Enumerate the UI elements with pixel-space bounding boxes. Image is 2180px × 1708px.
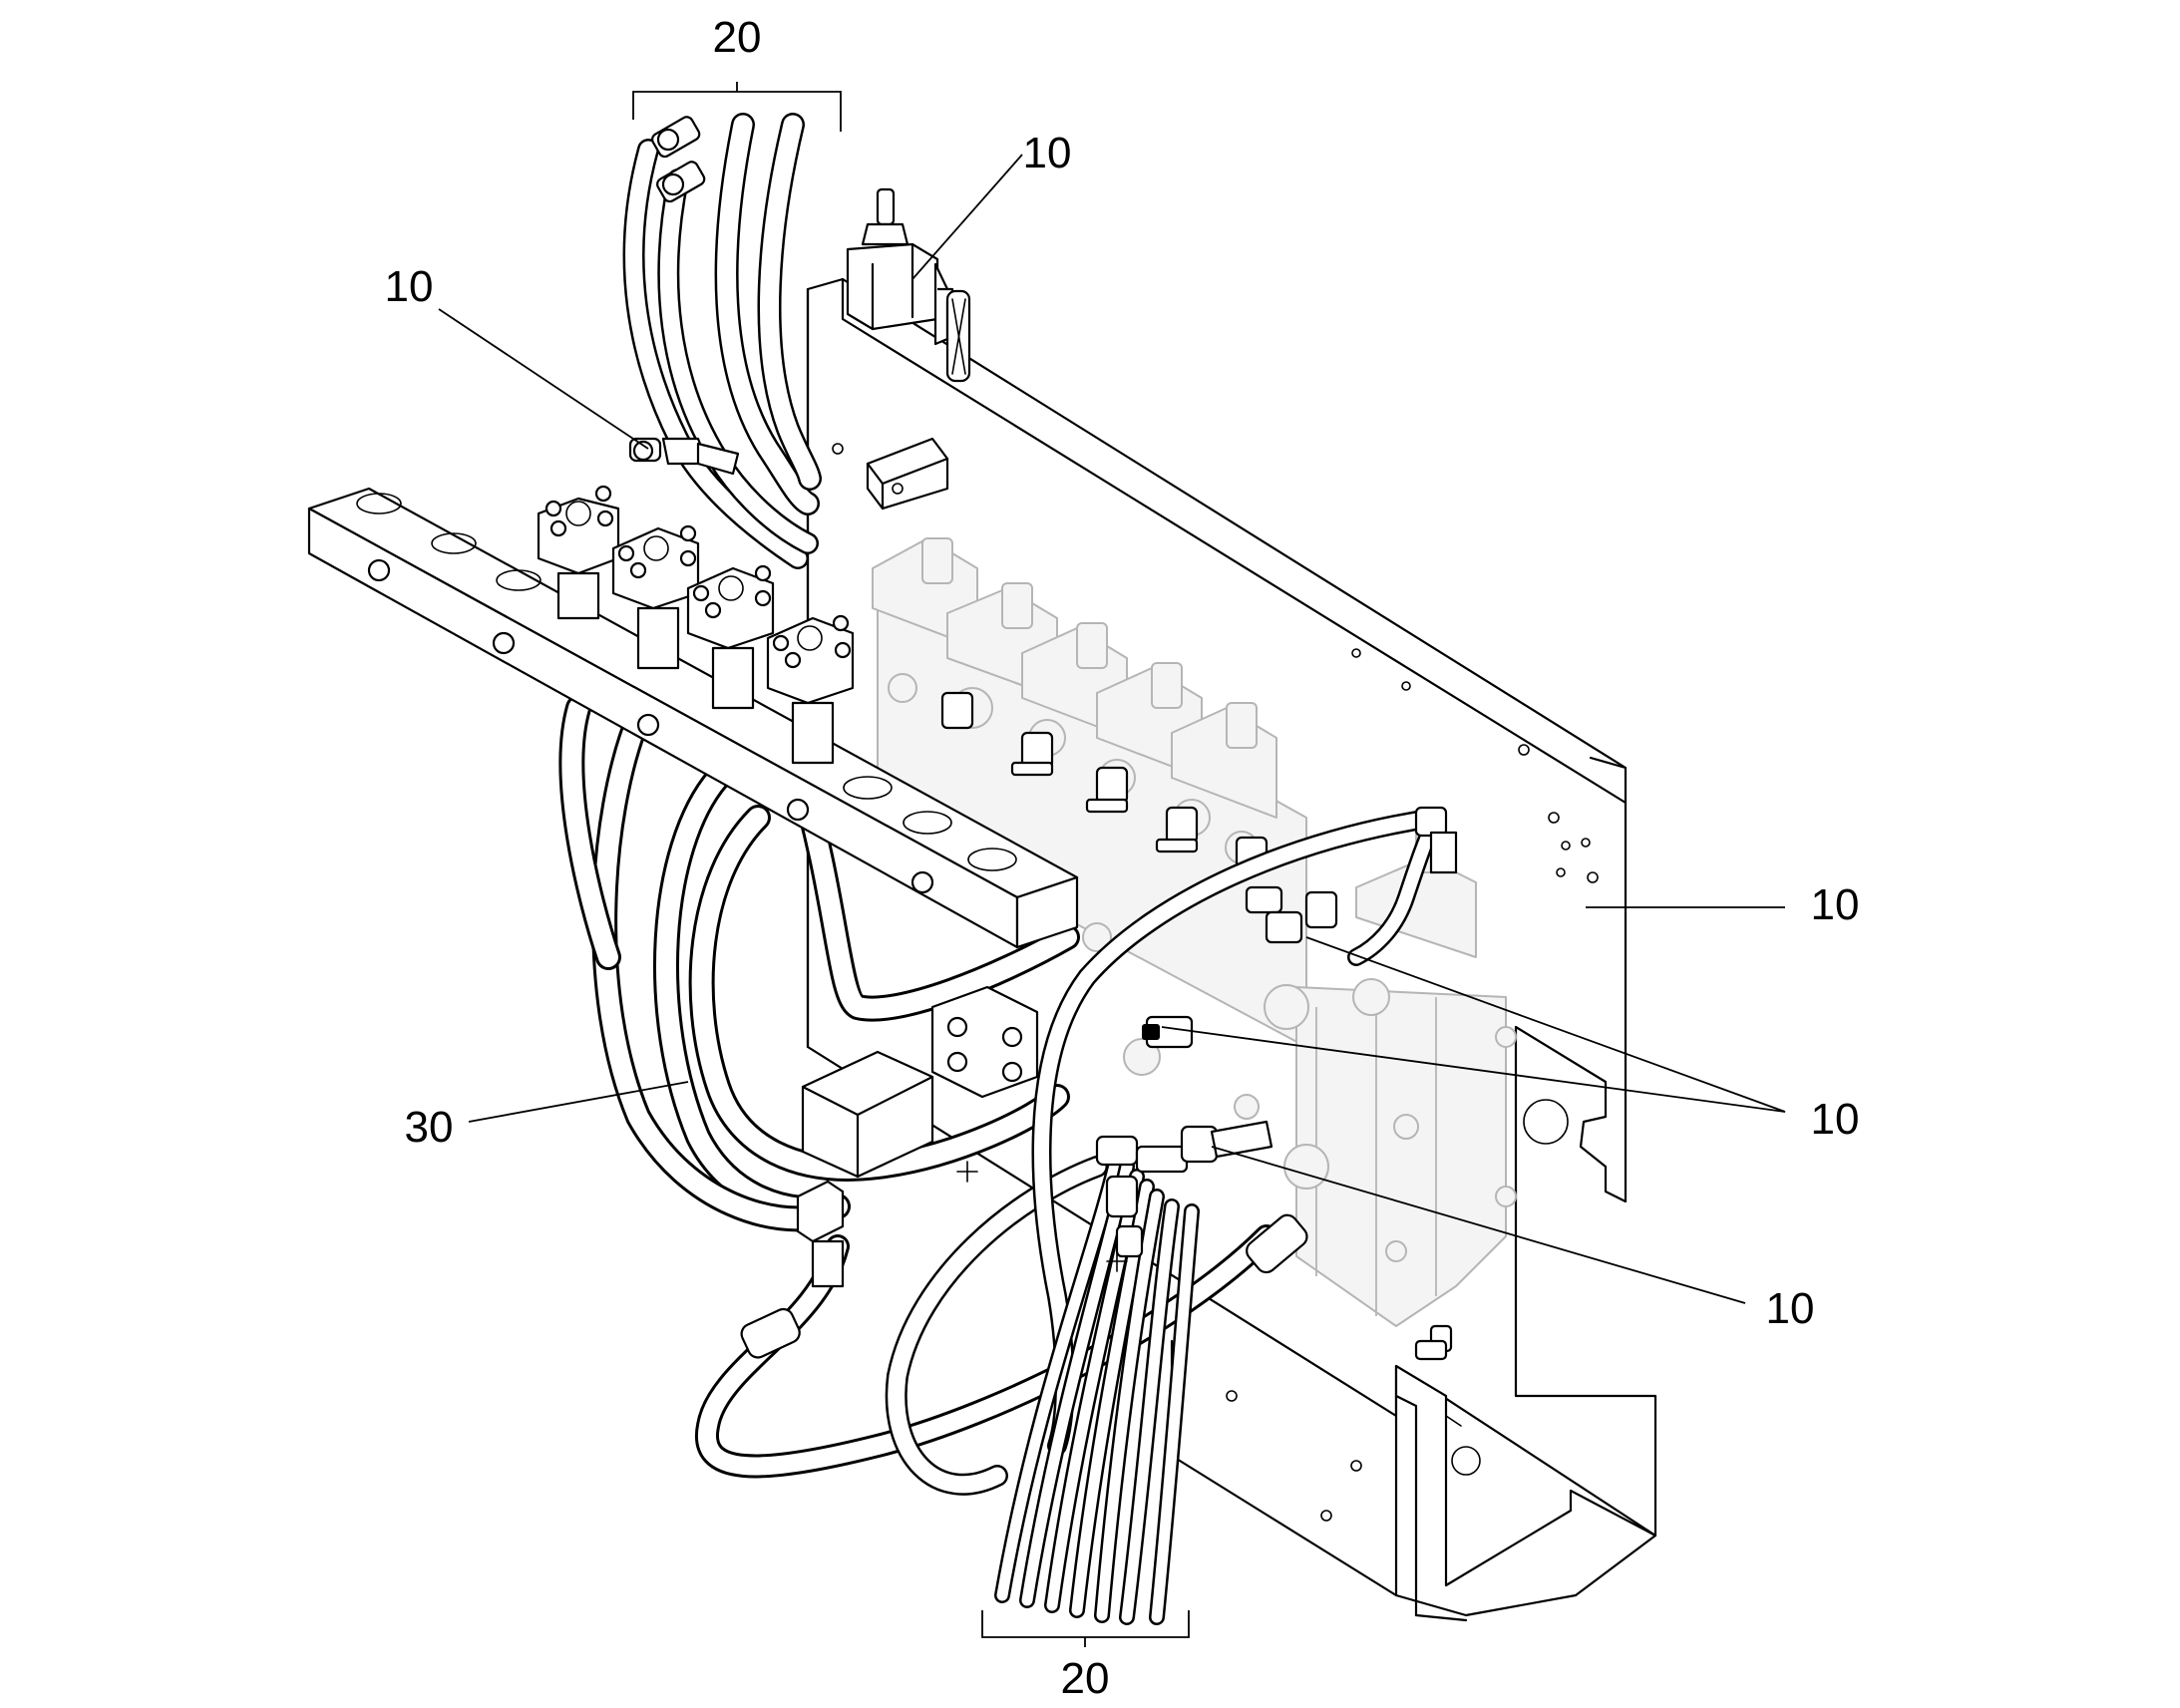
lower-tee-fitting [1095, 1120, 1273, 1258]
callout-10-lower-fitting: 10 [1766, 1284, 1815, 1333]
callout-10-plate: 10 [1811, 880, 1860, 929]
solenoid-connectors [940, 691, 1269, 869]
left-elbow-fitting [628, 437, 740, 476]
callout-10-valve-pair: 10 [1811, 1095, 1860, 1144]
manifold-bar [307, 487, 1079, 949]
flange-2 [611, 524, 700, 670]
callout-20-bottom: 20 [1061, 1654, 1110, 1703]
callout-30-pipe: 30 [405, 1103, 454, 1152]
pipe-coupling-right [1246, 1213, 1308, 1274]
flange-1 [537, 485, 620, 620]
crosshair-marks [956, 1161, 1128, 1272]
fittings [628, 116, 1458, 1361]
callout-10-top-sensor: 10 [1023, 129, 1072, 177]
fitting-top-2 [656, 161, 706, 203]
bracket-top [632, 82, 842, 132]
flange-3 [686, 564, 775, 710]
plate-tab [866, 437, 949, 511]
valve-pair-fittings [1142, 885, 1338, 1049]
callout-10-left-fitting: 10 [385, 262, 434, 311]
leader-lines [438, 154, 1786, 1304]
pressure-sensor-top [846, 187, 971, 383]
fitting-top-1 [651, 116, 701, 159]
lower-valve-block [796, 985, 1039, 1288]
pipe-coupling [740, 1307, 801, 1359]
right-elbow-fitting [1414, 806, 1458, 874]
flange-4 [766, 614, 855, 765]
flange-blocks [537, 485, 855, 765]
callout-20-top: 20 [713, 13, 762, 62]
bottom-right-fitting [1414, 1324, 1453, 1361]
bracket-bottom [981, 1610, 1190, 1647]
